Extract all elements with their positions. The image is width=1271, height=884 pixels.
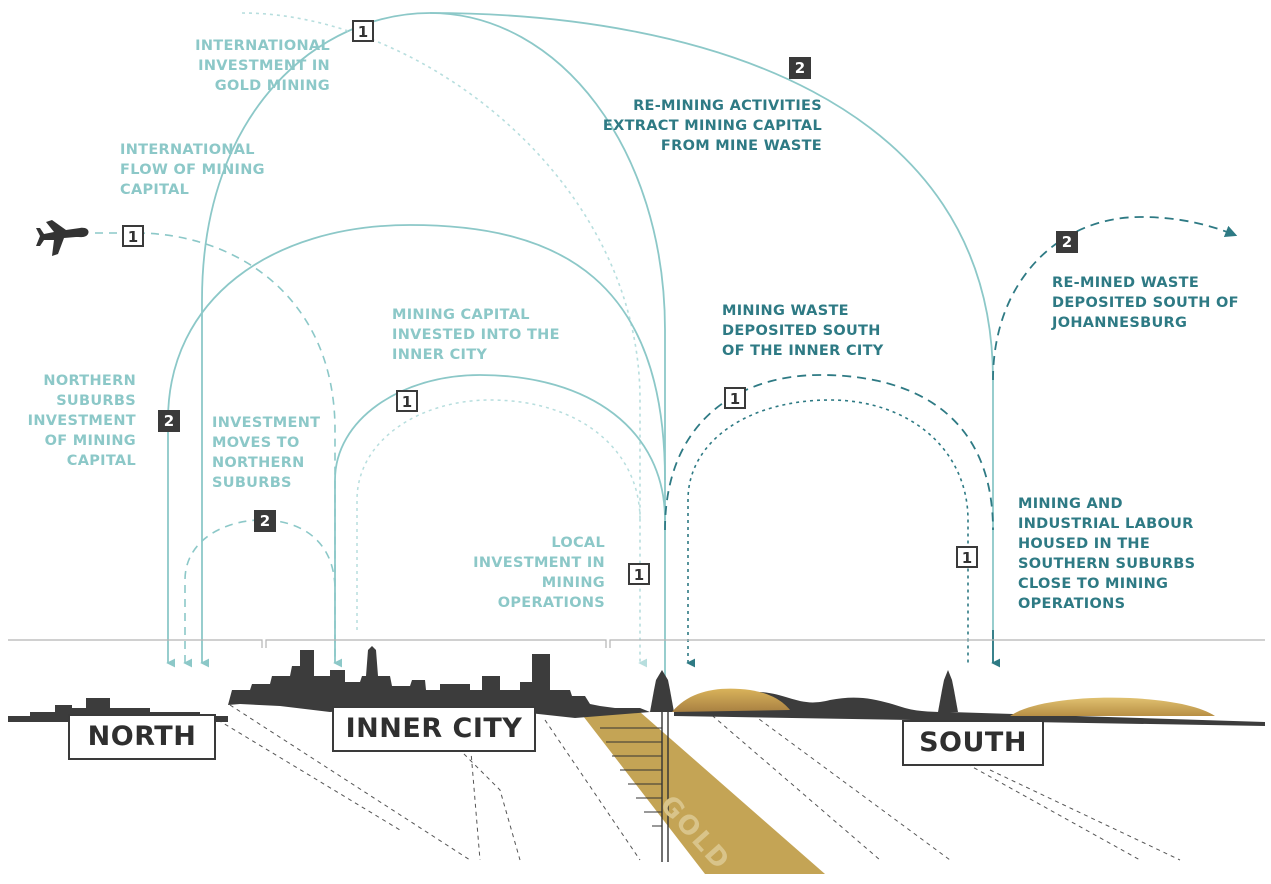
airplane-icon bbox=[36, 220, 89, 256]
skyline bbox=[8, 646, 1265, 726]
ground-divider bbox=[8, 639, 1265, 648]
label-waste-south: MINING WASTE DEPOSITED SOUTH OF THE INNE… bbox=[722, 303, 884, 359]
label-capital-inner-city: MINING CAPITAL INVESTED INTO THE INNER C… bbox=[392, 307, 560, 363]
arc-remined-east bbox=[992, 216, 1238, 381]
badge-step-1: 1 bbox=[724, 387, 746, 409]
mine-shaft bbox=[600, 710, 669, 862]
badge-step-1: 1 bbox=[122, 225, 144, 247]
label-northern-suburbs: NORTHERN SUBURBS INVESTMENT OF MINING CA… bbox=[27, 373, 136, 469]
region-north: NORTH bbox=[68, 714, 216, 760]
badge-step-2: 2 bbox=[158, 410, 180, 432]
arc-capital-inner-city bbox=[334, 374, 666, 663]
label-local-investment: LOCAL INVESTMENT IN MINING OPERATIONS bbox=[473, 535, 605, 611]
region-inner-city: INNER CITY bbox=[332, 706, 536, 752]
arc-plane-flow bbox=[95, 232, 343, 668]
label-remined-waste: RE-MINED WASTE DEPOSITED SOUTH OF JOHANN… bbox=[1052, 275, 1239, 331]
mine-dumps bbox=[672, 688, 1215, 716]
arc-inner-pale-dotted bbox=[356, 399, 641, 630]
arc-northern-suburbs bbox=[166, 224, 666, 668]
label-intl-flow: INTERNATIONAL FLOW OF MINING CAPITAL bbox=[120, 142, 265, 198]
label-remining: RE-MINING ACTIVITIES EXTRACT MINING CAPI… bbox=[602, 98, 822, 154]
region-south: SOUTH bbox=[902, 720, 1044, 766]
badge-step-2: 2 bbox=[254, 510, 276, 532]
flow-arcs bbox=[95, 12, 1238, 708]
arc-investment-moves bbox=[183, 519, 336, 668]
badge-step-2: 2 bbox=[1056, 231, 1078, 253]
badge-step-1: 1 bbox=[396, 390, 418, 412]
label-labour-housed: MINING AND INDUSTRIAL LABOUR HOUSED IN T… bbox=[1018, 496, 1196, 612]
arc-labour-housed bbox=[686, 399, 969, 668]
arc-intl-pale-dotted bbox=[241, 12, 648, 668]
arc-waste-south bbox=[664, 374, 994, 531]
label-investment-moves: INVESTMENT MOVES TO NORTHERN SUBURBS bbox=[212, 415, 321, 491]
badge-step-1: 1 bbox=[956, 546, 978, 568]
arc-remining-capital bbox=[429, 12, 994, 663]
label-intl-investment: INTERNATIONAL INVESTMENT IN GOLD MINING bbox=[195, 38, 330, 94]
badge-step-1: 1 bbox=[628, 563, 650, 585]
badge-step-1: 1 bbox=[352, 20, 374, 42]
gold-reef bbox=[580, 712, 825, 874]
badge-step-2: 2 bbox=[789, 57, 811, 79]
